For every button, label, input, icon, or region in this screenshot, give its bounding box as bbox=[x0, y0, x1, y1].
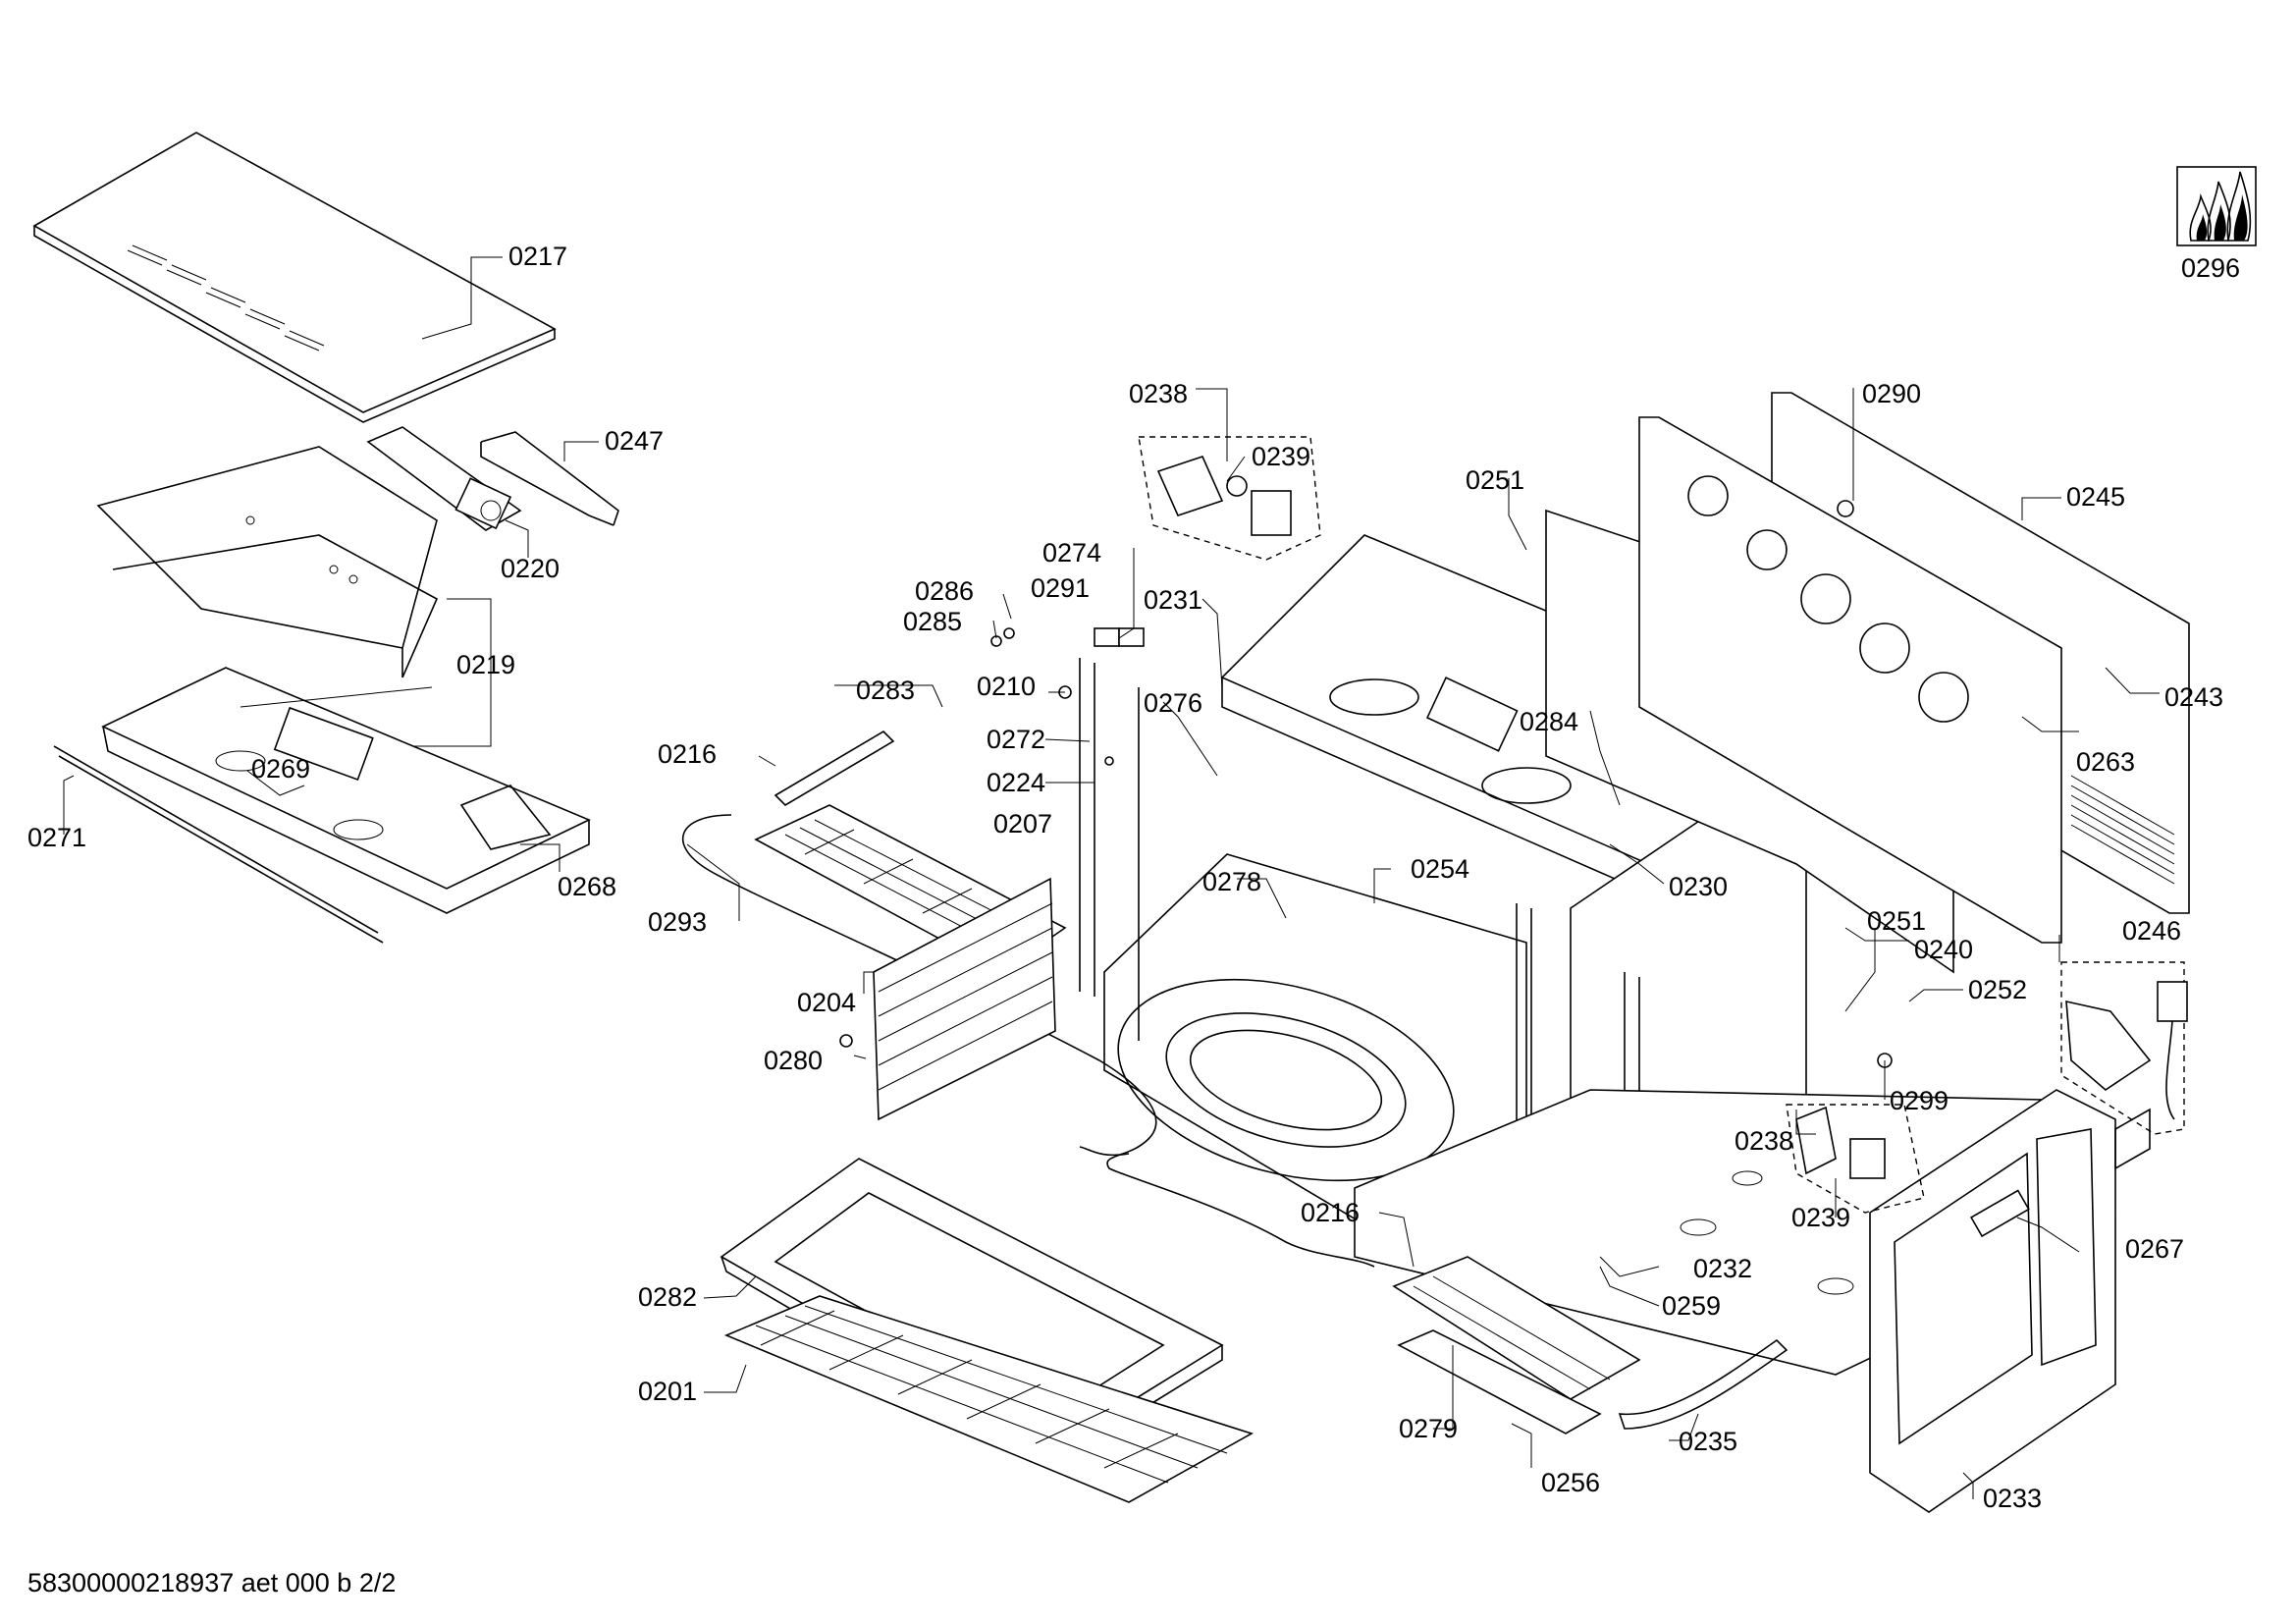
fan-motor bbox=[366, 426, 522, 531]
part-label: 0243 bbox=[2164, 682, 2224, 712]
wire-rack bbox=[723, 1295, 1255, 1503]
part-label: 0210 bbox=[977, 672, 1037, 701]
part-label: 0296 bbox=[2181, 253, 2241, 283]
part-label: 0238 bbox=[1735, 1126, 1794, 1156]
gas-flames-icon bbox=[2176, 166, 2257, 246]
bottom-burner bbox=[1392, 1256, 1789, 1435]
part-label: 0268 bbox=[558, 872, 617, 901]
ignition-group-top bbox=[1138, 436, 1321, 561]
part-label: 0290 bbox=[1862, 379, 1922, 408]
part-label: 0293 bbox=[648, 907, 708, 937]
part-label: 0216 bbox=[1301, 1198, 1361, 1227]
fasteners bbox=[839, 500, 1893, 1068]
side-rack bbox=[873, 877, 1056, 1121]
top-cover-panel bbox=[32, 132, 557, 423]
part-label: 0238 bbox=[1129, 379, 1189, 408]
part-label: 0235 bbox=[1679, 1427, 1738, 1456]
part-label: 0216 bbox=[658, 739, 718, 769]
rear-panel-inner bbox=[1638, 416, 2062, 944]
part-label: 0224 bbox=[987, 768, 1046, 797]
part-label: 0230 bbox=[1669, 872, 1729, 901]
part-label: 0239 bbox=[1252, 442, 1311, 471]
part-label: 0217 bbox=[508, 242, 568, 271]
part-label: 0251 bbox=[1466, 465, 1525, 495]
part-label: 0256 bbox=[1541, 1468, 1601, 1497]
leader-lines bbox=[63, 256, 2160, 1499]
part-label: 0263 bbox=[2076, 747, 2136, 777]
motor-bracket bbox=[480, 431, 619, 526]
part-label: 0240 bbox=[1914, 935, 1974, 964]
part-label: 0207 bbox=[993, 809, 1053, 839]
part-label: 0267 bbox=[2125, 1234, 2185, 1264]
part-label: 0231 bbox=[1144, 585, 1203, 615]
wire-harness bbox=[681, 814, 1375, 1268]
part-label: 0254 bbox=[1411, 854, 1470, 884]
part-label: 0286 bbox=[915, 576, 975, 606]
part-label: 0282 bbox=[638, 1282, 698, 1312]
part-label: 0274 bbox=[1042, 538, 1102, 568]
bottom-tray bbox=[53, 667, 591, 944]
part-label: 0259 bbox=[1662, 1291, 1722, 1321]
oven-body bbox=[1079, 509, 2043, 1376]
part-label: 0201 bbox=[638, 1377, 698, 1406]
part-label: 0285 bbox=[903, 607, 963, 636]
part-label: 0278 bbox=[1202, 867, 1262, 896]
part-label: 0291 bbox=[1031, 573, 1091, 603]
part-label: 0251 bbox=[1867, 906, 1927, 936]
front-panel bbox=[1869, 1089, 2151, 1513]
part-label: 0247 bbox=[605, 426, 665, 456]
fan-housing-plate bbox=[96, 446, 439, 678]
part-label: 0245 bbox=[2066, 482, 2126, 512]
part-label: 0220 bbox=[501, 554, 561, 583]
part-label: 0272 bbox=[987, 725, 1046, 754]
document-id-footer: 58300000218937 aet 000 b 2/2 bbox=[27, 1568, 397, 1597]
part-label: 0204 bbox=[797, 988, 857, 1017]
part-label: 0299 bbox=[1890, 1086, 1949, 1115]
part-label: 0284 bbox=[1520, 707, 1579, 736]
gas-valve-group bbox=[2060, 961, 2188, 1135]
part-label: 0239 bbox=[1791, 1203, 1851, 1232]
part-label: 0283 bbox=[856, 676, 916, 705]
part-label: 0233 bbox=[1983, 1484, 2043, 1513]
part-label: 0271 bbox=[27, 823, 87, 852]
part-label: 0232 bbox=[1693, 1254, 1753, 1283]
part-label: 0276 bbox=[1144, 688, 1203, 718]
part-label: 0269 bbox=[251, 754, 311, 784]
part-label: 0280 bbox=[764, 1046, 824, 1075]
ignition-group-lower bbox=[1786, 1104, 1925, 1214]
part-label: 0246 bbox=[2122, 916, 2182, 946]
part-label: 0252 bbox=[1968, 975, 2028, 1004]
part-label: 0219 bbox=[456, 650, 516, 679]
part-label: 0279 bbox=[1399, 1414, 1459, 1443]
